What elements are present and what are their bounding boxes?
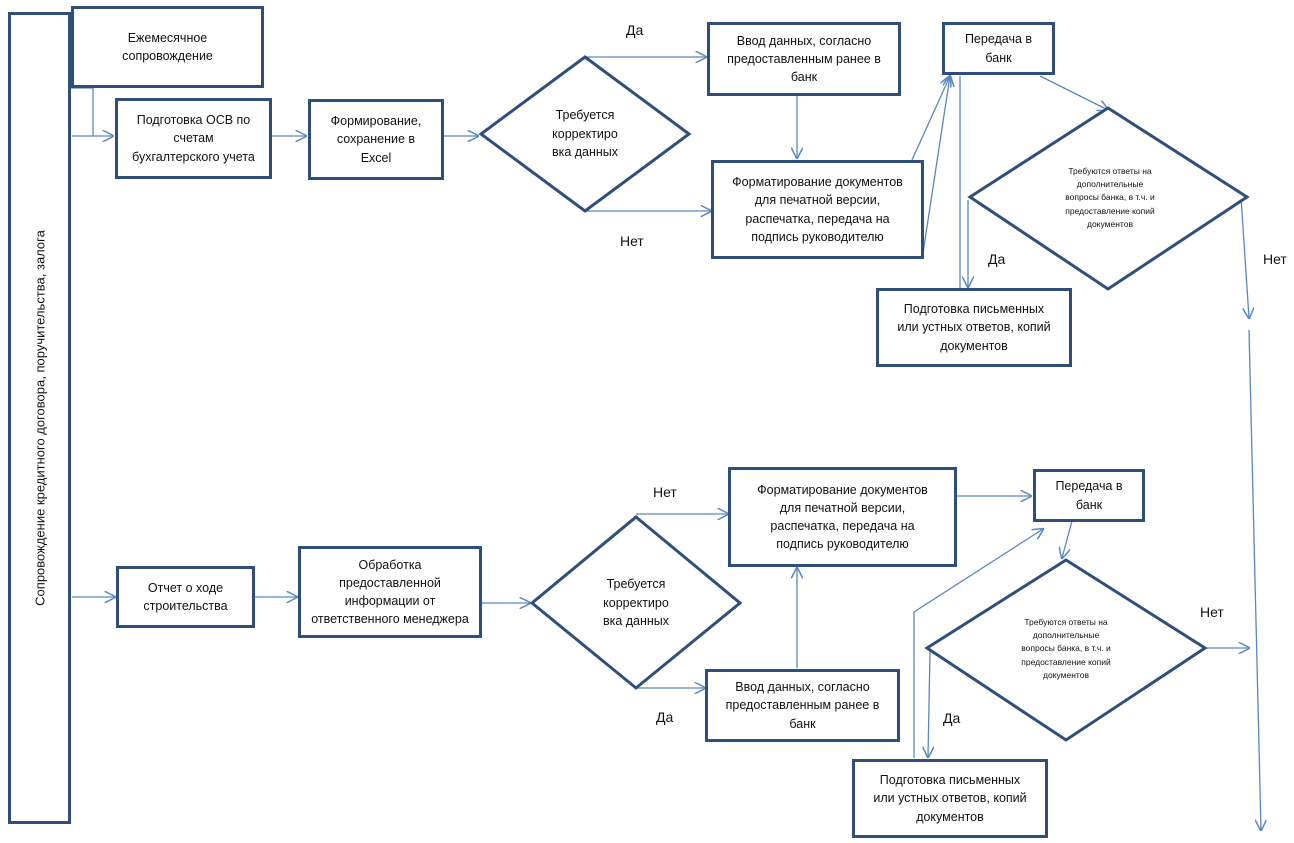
label-no-decision-bottom: Нет <box>653 484 677 500</box>
format-text-bottom: Форматирование документов для печатной в… <box>757 482 928 552</box>
edge-format-to-transfer <box>911 76 950 161</box>
excel-text: Формирование, сохранение в Excel <box>330 114 422 165</box>
question-diamond-bottom <box>924 558 1208 742</box>
format-text-top: Форматирование документов для печатной в… <box>732 175 903 244</box>
edge-transfer-to-question-b <box>1062 520 1073 558</box>
osv-text: Подготовка ОСВ по счетам бухгалтерского … <box>132 113 255 164</box>
answers-box-top: Подготовка письменных или устных ответов… <box>876 288 1072 367</box>
decision-diamond-top <box>478 55 692 213</box>
title-text: Ежемесячное сопровождение <box>122 30 213 63</box>
decision-diamond-bottom <box>529 515 743 690</box>
transfer-text-top: Передача в банк <box>964 32 1033 65</box>
transfer-box-top: Передача в банк <box>942 22 1055 75</box>
answers-text-top: Подготовка письменных или устных ответов… <box>897 302 1051 353</box>
processing-text: Обработка предоставленной информации от … <box>311 557 469 627</box>
format-box-top: Форматирование документов для печатной в… <box>711 160 924 259</box>
edge-answers-to-transfer <box>922 76 950 254</box>
report-text: Отчет о ходе строительства <box>143 580 228 613</box>
side-label: Сопровождение кредитного договора, поруч… <box>8 12 71 824</box>
format-box-bottom: Форматирование документов для печатной в… <box>728 467 957 567</box>
label-yes-question-top: Да <box>988 251 1006 267</box>
decision-text-top: Требуется корректиро вка данных <box>551 107 619 160</box>
label-no-decision-top: Нет <box>620 233 644 249</box>
side-label-text: Сопровождение кредитного договора, поруч… <box>32 230 47 606</box>
input-text-top: Ввод данных, согласно предоставленным ра… <box>727 33 881 85</box>
question-diamond-top <box>967 106 1250 291</box>
edge-question-yes-b <box>928 651 930 757</box>
edge-transfer-to-question <box>1039 75 1108 110</box>
question-text-bottom: Требуются ответы на дополнительные вопро… <box>1021 617 1111 680</box>
excel-box: Формирование, сохранение в Excel <box>308 99 444 180</box>
processing-box: Обработка предоставленной информации от … <box>298 546 482 638</box>
input-box-top: Ввод данных, согласно предоставленным ра… <box>707 22 901 96</box>
answers-box-bottom: Подготовка письменных или устных ответов… <box>852 759 1048 838</box>
input-box-bottom: Ввод данных, согласно предоставленным ра… <box>705 669 900 742</box>
label-yes-decision-bottom: Да <box>656 709 674 725</box>
label-yes-question-bottom: Да <box>943 710 961 726</box>
input-text-bottom: Ввод данных, согласно предоставленным ра… <box>725 680 880 731</box>
label-no-question-bottom: Нет <box>1200 604 1224 620</box>
edge-question-no <box>1240 196 1249 318</box>
transfer-box-bottom: Передача в банк <box>1033 469 1145 522</box>
decision-text-bottom: Требуется корректиро вка данных <box>602 576 670 629</box>
edge-answers-to-transfer-b <box>913 529 1043 758</box>
osv-box: Подготовка ОСВ по счетам бухгалтерского … <box>115 98 272 179</box>
answers-text-bottom: Подготовка письменных или устных ответов… <box>873 773 1027 824</box>
report-box: Отчет о ходе строительства <box>116 566 255 628</box>
title-box: Ежемесячное сопровождение <box>71 6 264 88</box>
question-text-top: Требуются ответы на дополнительные вопро… <box>1065 166 1155 229</box>
label-no-question-top: Нет <box>1263 251 1287 267</box>
label-yes-decision-top: Да <box>626 22 644 38</box>
edge-far-right-down <box>1248 329 1261 830</box>
transfer-text-bottom: Передача в банк <box>1055 479 1123 512</box>
